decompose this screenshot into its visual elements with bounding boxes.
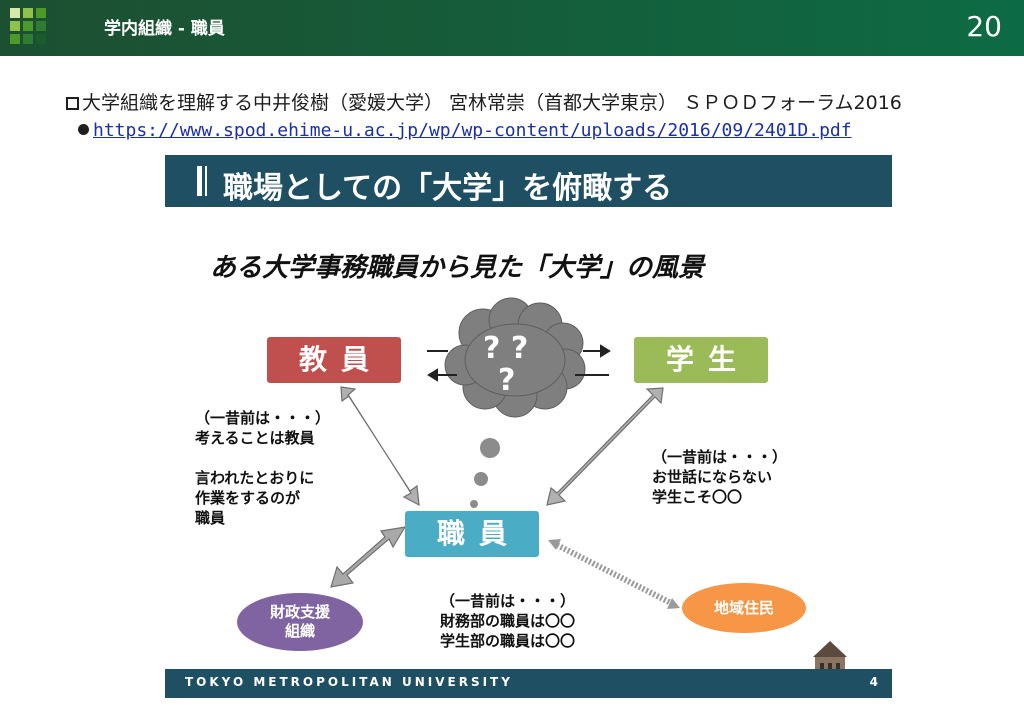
footer-page-number: 4 (869, 675, 878, 689)
banner-bar-icon (197, 166, 202, 196)
reference-url-link[interactable]: https://www.spod.ehime-u.ac.jp/wp/wp-con… (93, 120, 852, 141)
faculty-students-arrows (427, 344, 611, 382)
thought-bubble-small (470, 500, 478, 508)
faculty-box: 教員 (267, 337, 401, 383)
banner-title: 職場としての「大学」を俯瞰する (223, 171, 673, 206)
round-bullet-icon (78, 124, 89, 135)
reference-url-line: https://www.spod.ehime-u.ac.jp/wp/wp-con… (78, 120, 852, 141)
finance-support-oval: 財政支援 組織 (237, 593, 363, 651)
banner-bar-thin-icon (205, 166, 207, 196)
cloud-question-marks-bottom: ? (498, 363, 516, 398)
page-number: 20 (966, 10, 1002, 43)
students-note: （一昔前は・・・） お世話にならない 学生こそ〇〇 (652, 448, 788, 506)
slide-footer: TOKYO METROPOLITAN UNIVERSITY 4 (165, 669, 892, 698)
embedded-slide: 職場としての「大学」を俯瞰する ある大学事務職員から見た「大学」の風景 (165, 155, 892, 698)
slide-banner: 職場としての「大学」を俯瞰する (165, 155, 892, 207)
cloud-question-marks-top: ? ? (483, 331, 529, 366)
staff-note: （一昔前は・・・） 財務部の職員は〇〇 学生部の職員は〇〇 (440, 592, 576, 650)
diagram-connectors (330, 297, 680, 609)
students-box: 学生 (634, 337, 768, 383)
residents-staff-dotted-arrow (548, 539, 680, 609)
students-staff-arrow (546, 387, 664, 506)
finance-staff-arrow (330, 526, 407, 588)
square-bullet-icon (66, 97, 79, 110)
slide-subtitle: ある大学事務職員から見た「大学」の風景 (210, 253, 705, 283)
footer-university-name: TOKYO METROPOLITAN UNIVERSITY (185, 675, 513, 689)
staff-box: 職員 (405, 511, 539, 557)
header-bar: 学内組織 - 職員 20 (0, 0, 1024, 56)
grid-logo-icon (10, 8, 48, 46)
question-cloud-icon (444, 297, 586, 418)
reference-citation: 大学組織を理解する中井俊樹（愛媛大学） 宮林常崇（首都大学東京） ＳＰＯＤフォー… (82, 92, 902, 114)
faculty-staff-note: （一昔前は・・・） 考えることは教員 言われたとおりに 作業をするのが 職員 (195, 409, 331, 527)
local-residents-oval: 地域住民 (682, 583, 806, 633)
header-title: 学内組織 - 職員 (104, 19, 225, 39)
thought-bubble-medium (474, 472, 488, 486)
thought-bubble-large (480, 438, 500, 458)
faculty-staff-arrow (340, 386, 420, 507)
reference-citation-line: 大学組織を理解する中井俊樹（愛媛大学） 宮林常崇（首都大学東京） ＳＰＯＤフォー… (66, 88, 902, 115)
